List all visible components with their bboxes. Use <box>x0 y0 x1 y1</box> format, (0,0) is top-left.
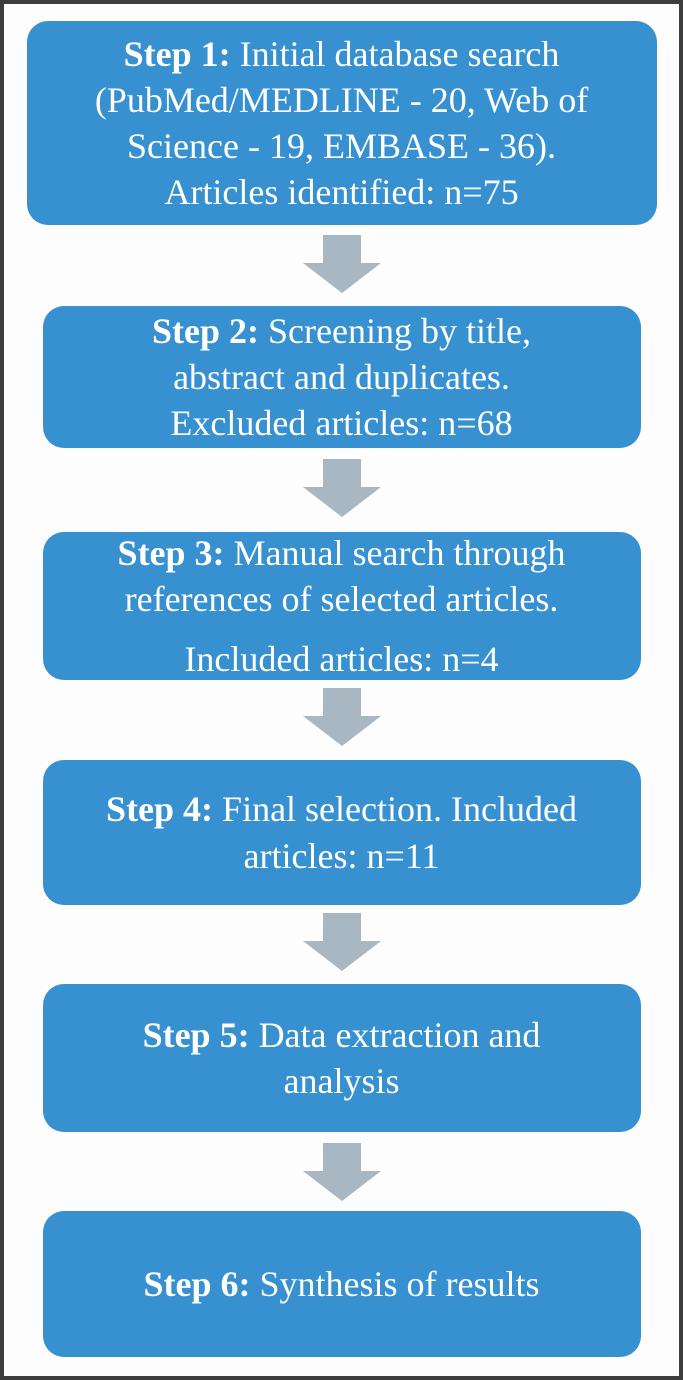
step-text-line: Step 1: Initial database search <box>123 33 560 74</box>
step-6-box: Step 6: Synthesis of results <box>42 1211 641 1357</box>
step-2-box: Step 2: Screening by title, abstract and … <box>42 306 641 448</box>
step-text-line: articles: n=11 <box>243 835 440 876</box>
step-label: Step 3: <box>117 532 225 573</box>
step-text-line: Step 5: Data extraction and <box>142 1014 541 1055</box>
flowchart: Step 1: Initial database search (PubMed/M… <box>4 4 679 1357</box>
step-5-box: Step 5: Data extraction and analysis <box>42 984 641 1132</box>
step-text-line: Step 6: Synthesis of results <box>143 1263 540 1304</box>
step-text-line: references of selected articles. <box>124 578 559 619</box>
step-text-line: Included articles: n=4 <box>184 639 499 680</box>
step-3-box: Step 3: Manual search through references … <box>42 532 641 680</box>
step-text-line: Step 4: Final selection. Included <box>106 789 577 830</box>
down-arrow-icon <box>302 235 381 293</box>
step-label: Step 2: <box>152 310 260 351</box>
step-label: Step 4: <box>106 789 214 830</box>
down-arrow-icon <box>302 688 381 746</box>
step-text-line: Step 3: Manual search through <box>117 532 566 573</box>
down-arrow-icon <box>302 913 381 971</box>
down-arrow-icon <box>302 1143 381 1201</box>
step-text-line: Excluded articles: n=68 <box>170 403 513 444</box>
step-4-box: Step 4: Final selection. Included article… <box>42 760 641 905</box>
step-label: Step 6: <box>143 1263 251 1304</box>
step-text-line: abstract and duplicates. <box>173 356 510 397</box>
step-text-line: Science - 19, EMBASE - 36). <box>127 126 556 166</box>
down-arrow-icon <box>302 459 381 517</box>
step-text-line: Articles identified: n=75 <box>164 172 519 213</box>
step-1-box: Step 1: Initial database search (PubMed/M… <box>26 21 657 225</box>
step-label: Step 1: <box>123 33 231 74</box>
step-text-line: analysis <box>283 1061 400 1101</box>
step-text-line: Step 2: Screening by title, <box>152 310 531 351</box>
step-text-line: (PubMed/MEDLINE - 20, Web of <box>94 79 589 120</box>
step-label: Step 5: <box>142 1014 250 1055</box>
